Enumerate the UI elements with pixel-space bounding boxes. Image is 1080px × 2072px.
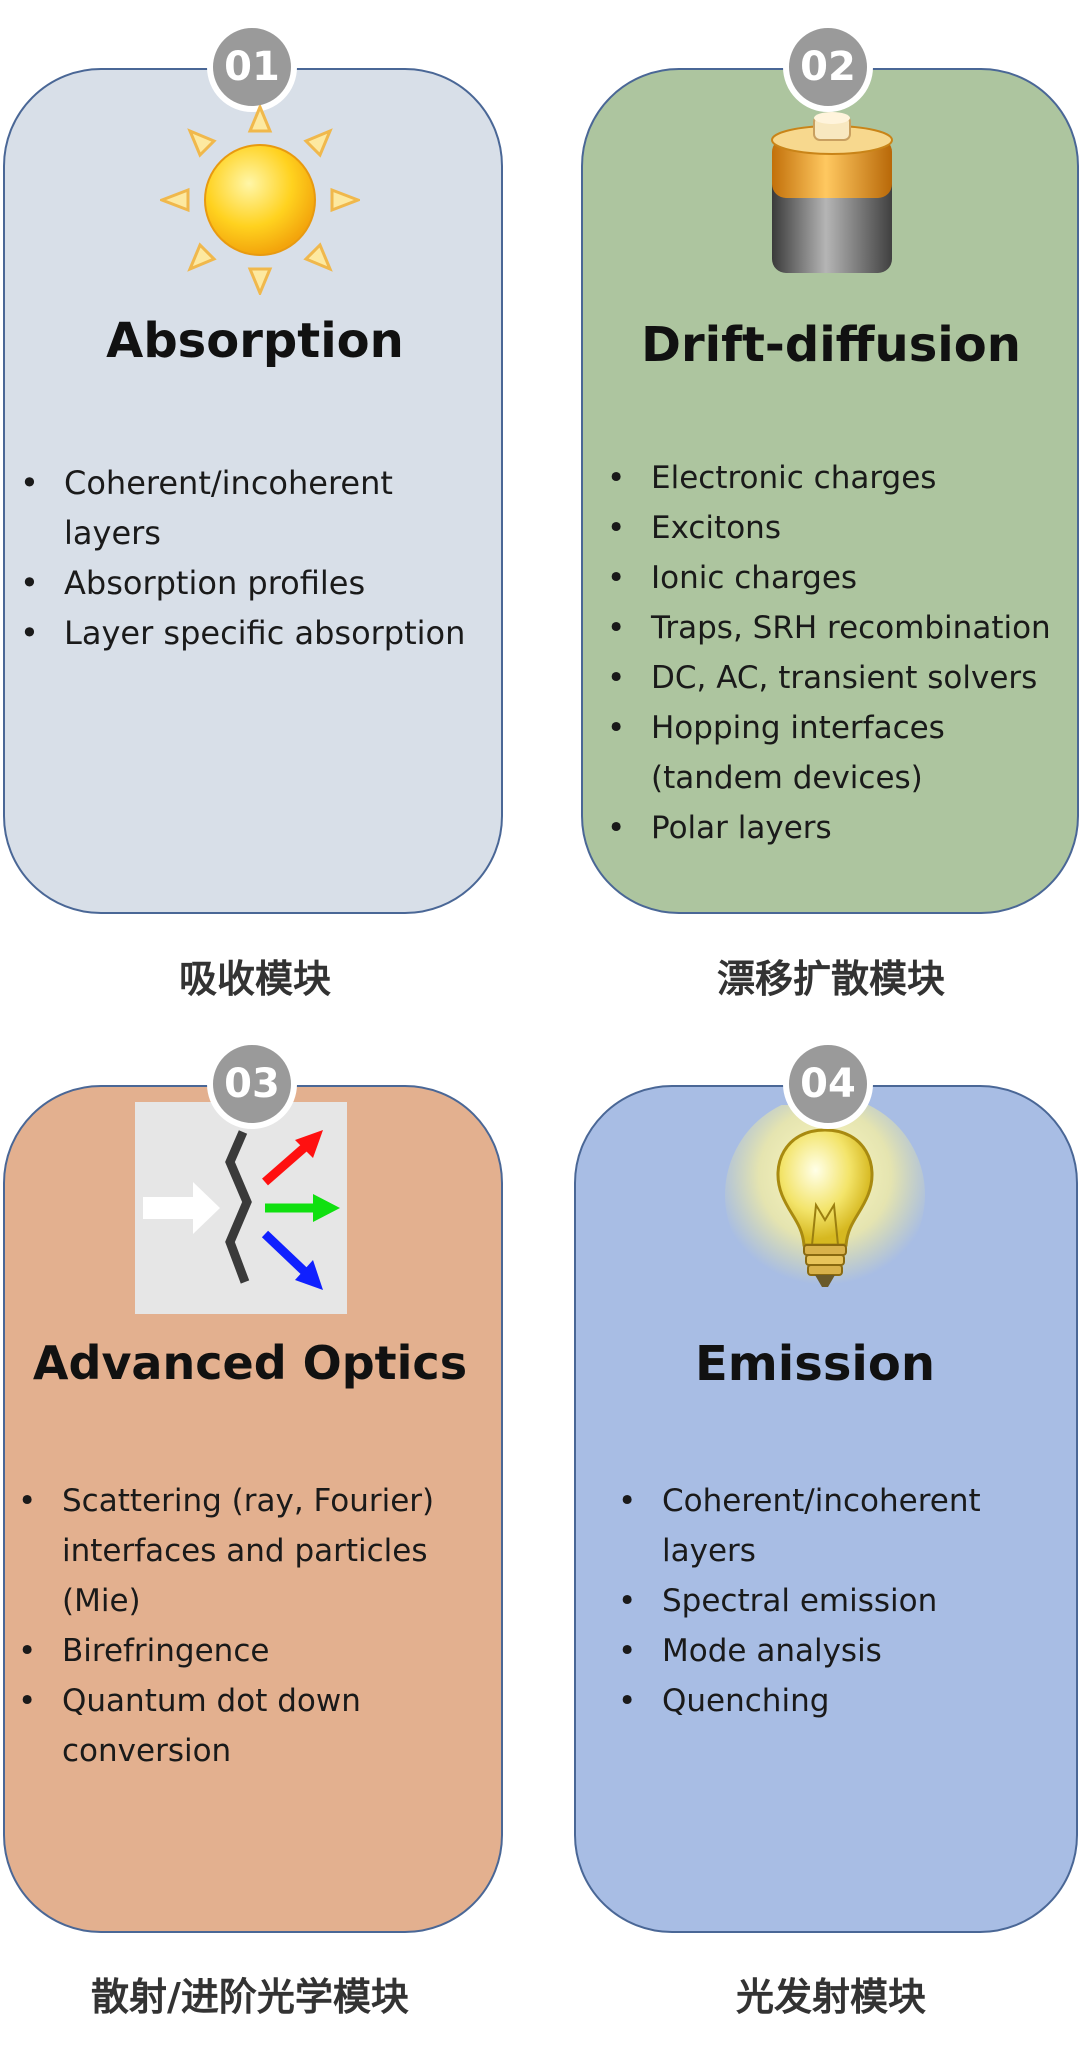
module-number-badge: 03	[207, 1039, 297, 1129]
scattering-icon	[135, 1102, 347, 1314]
module-title: Advanced Optics	[32, 1336, 468, 1390]
list-item: Absorption profiles	[14, 558, 494, 608]
feature-list: Electronic charges Excitons Ionic charge…	[601, 453, 1080, 853]
list-item: Mode analysis	[612, 1626, 1072, 1676]
module-caption: 漂移扩散模块	[716, 957, 945, 1001]
module-caption: 光发射模块	[735, 1975, 926, 2019]
list-item: Spectral emission	[612, 1576, 1072, 1626]
feature-list: Scattering (ray, Fourier) interfaces and…	[12, 1476, 494, 1776]
list-item: Quantum dot down conversion	[12, 1676, 494, 1776]
feature-list: Coherent/incoherent layers Absorption pr…	[14, 458, 494, 658]
list-item: Quenching	[612, 1676, 1072, 1726]
sun-icon	[160, 105, 360, 295]
list-item: Scattering (ray, Fourier) interfaces and…	[12, 1476, 494, 1626]
feature-list: Coherent/incoherent layers Spectral emis…	[612, 1476, 1072, 1726]
module-caption: 散射/进阶光学模块	[91, 1975, 409, 2019]
module-title: Drift-diffusion	[641, 317, 1021, 373]
module-number-badge: 04	[783, 1039, 873, 1129]
module-title: Absorption	[106, 313, 404, 369]
module-number-badge: 02	[783, 22, 873, 112]
list-item: Electronic charges	[601, 453, 1080, 503]
list-item: Ionic charges	[601, 553, 1080, 603]
list-item: Birefringence	[12, 1626, 494, 1676]
module-title: Emission	[695, 1336, 935, 1392]
list-item: Excitons	[601, 503, 1080, 553]
battery-icon	[771, 112, 893, 273]
module-caption: 吸收模块	[178, 957, 331, 1001]
list-item: DC, AC, transient solvers	[601, 653, 1080, 703]
list-item: Layer specific absorption	[14, 608, 494, 658]
list-item: Coherent/incoherent layers	[14, 458, 494, 558]
module-number-badge: 01	[207, 22, 297, 112]
list-item: Traps, SRH recombination	[601, 603, 1080, 653]
list-item: Polar layers	[601, 803, 1080, 853]
light-bulb-icon	[725, 1105, 925, 1295]
list-item: Hopping interfaces (tandem devices)	[601, 703, 1080, 803]
list-item: Coherent/incoherent layers	[612, 1476, 1072, 1576]
